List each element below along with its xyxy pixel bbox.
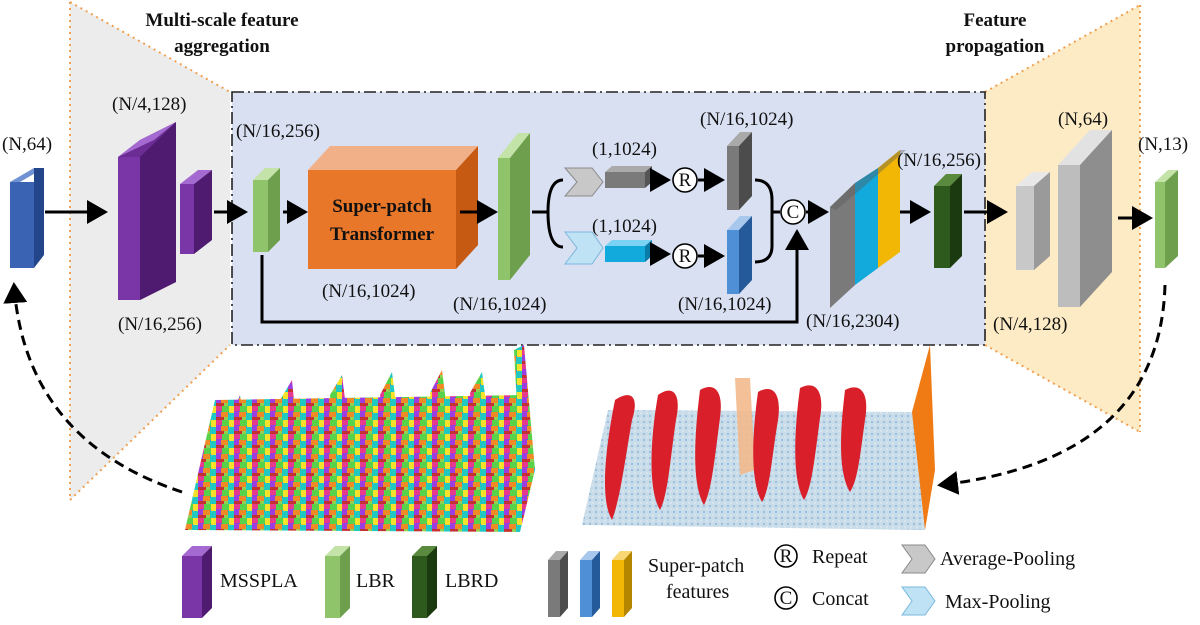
label-transformer-out: (N/16,1024) (322, 281, 415, 302)
legend-repeat-symbol: R (780, 546, 793, 567)
legend-avg-pooling-icon (901, 544, 936, 574)
label-max-pool: (1,1024) (592, 216, 657, 237)
avg-pooling-icon (563, 167, 604, 197)
label-dec-big: (N,64) (1058, 109, 1108, 130)
max-pooled-vector (605, 240, 652, 262)
label-enc-small: (N/16,256) (118, 314, 202, 335)
msspla-block-small (180, 170, 212, 254)
legend-superpatch-swatches (548, 551, 632, 617)
label-post-tf: (N/16,1024) (453, 294, 546, 315)
concat-symbol: C (787, 202, 800, 223)
transformer-title-1: Super-patch (332, 196, 432, 217)
label-lbrd-out: (N/16,256) (897, 150, 981, 171)
dashed-arrow-left (3, 282, 183, 494)
label-avg-pool: (1,1024) (592, 139, 657, 160)
legend-msspla-swatch (182, 546, 212, 618)
legend-max-pooling-icon (901, 586, 936, 616)
trap-edge (69, 1, 231, 93)
concat-icon (780, 199, 806, 225)
repeat-icon (672, 167, 698, 193)
legend-superpatch-2: features (666, 581, 730, 603)
label-dec-small: (N/4,128) (993, 314, 1067, 335)
legend-concat: Concat (812, 588, 869, 610)
label-enc-big: (N/4,128) (112, 94, 186, 115)
max-pooling-icon (564, 231, 604, 265)
repeated-max-block (727, 216, 752, 294)
repeated-avg-block (727, 132, 752, 210)
title-propagation-1: Feature (964, 10, 1027, 31)
repeat-symbol: R (679, 246, 692, 267)
legend-max-pooling: Max-Pooling (945, 591, 1051, 613)
branch-bracket (532, 178, 564, 249)
input-block (10, 168, 44, 268)
legend-concat-icon (774, 586, 798, 610)
segmentation-pointcloud (582, 345, 935, 530)
trap-edge (69, 344, 231, 501)
msspla-block-large (118, 122, 176, 300)
legend-lbr-swatch (325, 546, 350, 618)
title-aggregation-2: aggregation (174, 36, 270, 57)
dashed-arrow-right (937, 284, 1167, 495)
legend-lbrd-swatch (412, 546, 437, 618)
lbr-block-post (498, 133, 530, 280)
label-concat-out: (N/16,2304) (806, 311, 899, 332)
legend-repeat: Repeat (812, 546, 868, 568)
legend-avg-pooling: Average-Pooling (940, 548, 1075, 570)
skip-connection (260, 229, 809, 324)
concat-features (830, 150, 906, 308)
legend-concat-symbol: C (780, 588, 793, 609)
superpatch-pointcloud (185, 345, 535, 532)
repeat-symbol: R (679, 170, 692, 191)
transformer-title-2: Transformer (330, 224, 435, 245)
repeat-icon (672, 243, 698, 269)
title-aggregation-1: Multi-scale feature (145, 10, 298, 31)
legend-repeat-icon (774, 544, 798, 568)
lbrd-block (934, 174, 962, 268)
label-lbr-in: (N/16,256) (236, 121, 320, 142)
lbr-block-in (253, 168, 280, 252)
merge-bracket (754, 178, 774, 264)
label-input: (N,64) (2, 134, 52, 155)
output-block (1155, 170, 1178, 268)
label-output: (N,13) (1138, 134, 1188, 155)
decoder-block-large (1058, 130, 1112, 307)
label-repeat-bot: (N/16,1024) (678, 294, 771, 315)
legend-superpatch-1: Super-patch (648, 555, 744, 577)
legend-lbrd: LBRD (445, 570, 498, 592)
avg-pooled-vector (605, 166, 652, 188)
decoder-block-small (1016, 172, 1050, 270)
title-propagation-2: propagation (946, 36, 1045, 57)
legend-msspla: MSSPLA (220, 570, 298, 592)
super-patch-transformer (308, 146, 478, 269)
label-repeat-top: (N/16,1024) (700, 109, 793, 130)
legend-lbr: LBR (356, 570, 396, 592)
